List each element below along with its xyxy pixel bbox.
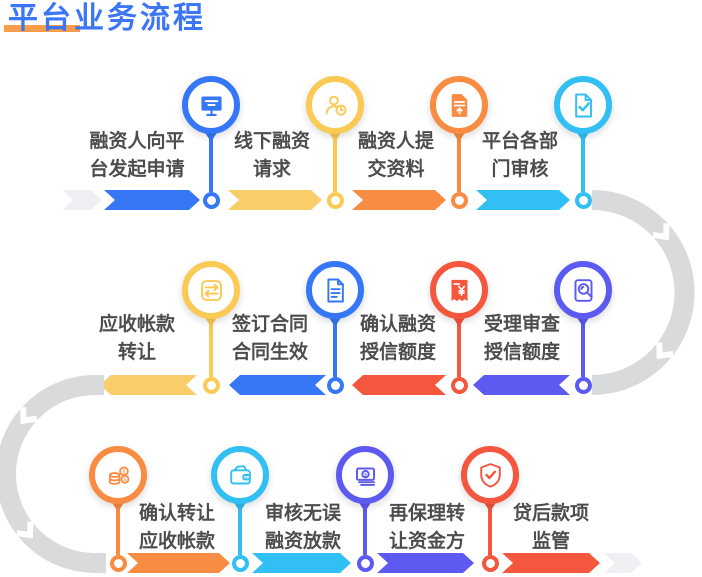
flow-segment-yellow — [228, 190, 322, 210]
flow-segment-start — [62, 190, 102, 210]
flow-node — [202, 376, 220, 394]
flow-curve-right — [591, 190, 695, 395]
flow-band-row3 — [0, 553, 702, 573]
flow-node — [450, 376, 468, 394]
page-title: 平台业务流程 — [8, 2, 206, 35]
contract-icon — [306, 261, 364, 319]
title-underline — [4, 25, 80, 32]
flow-segment-yellow — [100, 375, 197, 395]
shield-check-icon — [461, 446, 519, 504]
flow-segment-cyan — [476, 190, 570, 210]
document-submit-icon — [430, 76, 488, 134]
flow-band-row1 — [0, 190, 702, 210]
flow-node — [326, 376, 344, 394]
flow-node — [574, 376, 592, 394]
flow-node — [231, 554, 249, 572]
document-check-icon — [554, 76, 612, 134]
flow-segment-purple — [473, 375, 570, 395]
flow-node — [574, 191, 592, 209]
flow-node — [481, 554, 499, 572]
flow-node — [202, 191, 220, 209]
step-label: 审核无误融资放款 — [264, 503, 341, 552]
step-label: 贷后款项监管 — [512, 503, 589, 552]
flow-node — [450, 191, 468, 209]
flow-segment-blue — [229, 375, 326, 395]
step-label: 线下融资请求 — [233, 131, 310, 180]
flow-segment-orange — [352, 190, 446, 210]
step-label: 受理审查授信额度 — [483, 314, 560, 363]
flow-node — [326, 191, 344, 209]
flow-node — [356, 554, 374, 572]
svg-text:$: $ — [121, 468, 125, 475]
coins-icon: $ $ — [89, 446, 147, 504]
svg-text:$: $ — [363, 472, 367, 478]
step-label: 再保理转让资金方 — [388, 503, 465, 552]
step-label: 确认转让应收帐款 — [138, 503, 215, 552]
banknotes-icon: $ — [336, 446, 394, 504]
flow-segment-end — [604, 553, 642, 573]
step-label: 融资人向平台发起申请 — [89, 131, 185, 180]
step-label: 融资人提交资料 — [357, 131, 434, 180]
transfer-icon — [182, 261, 240, 319]
flow-segment-purple — [377, 553, 474, 573]
user-clock-icon — [306, 76, 364, 134]
flow-segment-cyan — [252, 553, 351, 573]
step-label: 签订合同合同生效 — [231, 314, 308, 363]
flow-segment-orange — [127, 553, 230, 573]
svg-text:$: $ — [123, 477, 127, 483]
flow-segment-red — [352, 375, 446, 395]
step-label: 平台各部门审核 — [481, 131, 558, 180]
flow-segment-red — [502, 553, 600, 573]
flow-segment-blue — [104, 190, 200, 210]
flow-band-row2 — [0, 375, 702, 395]
step-label: 确认融资授信额度 — [359, 314, 436, 363]
monitor-icon — [182, 76, 240, 134]
wallet-icon — [211, 446, 269, 504]
flow-node — [109, 554, 127, 572]
step-label: 应收帐款转让 — [98, 314, 175, 363]
flow-curve-left — [0, 375, 106, 573]
document-search-icon — [554, 261, 612, 319]
receipt-yuan-icon — [430, 261, 488, 319]
